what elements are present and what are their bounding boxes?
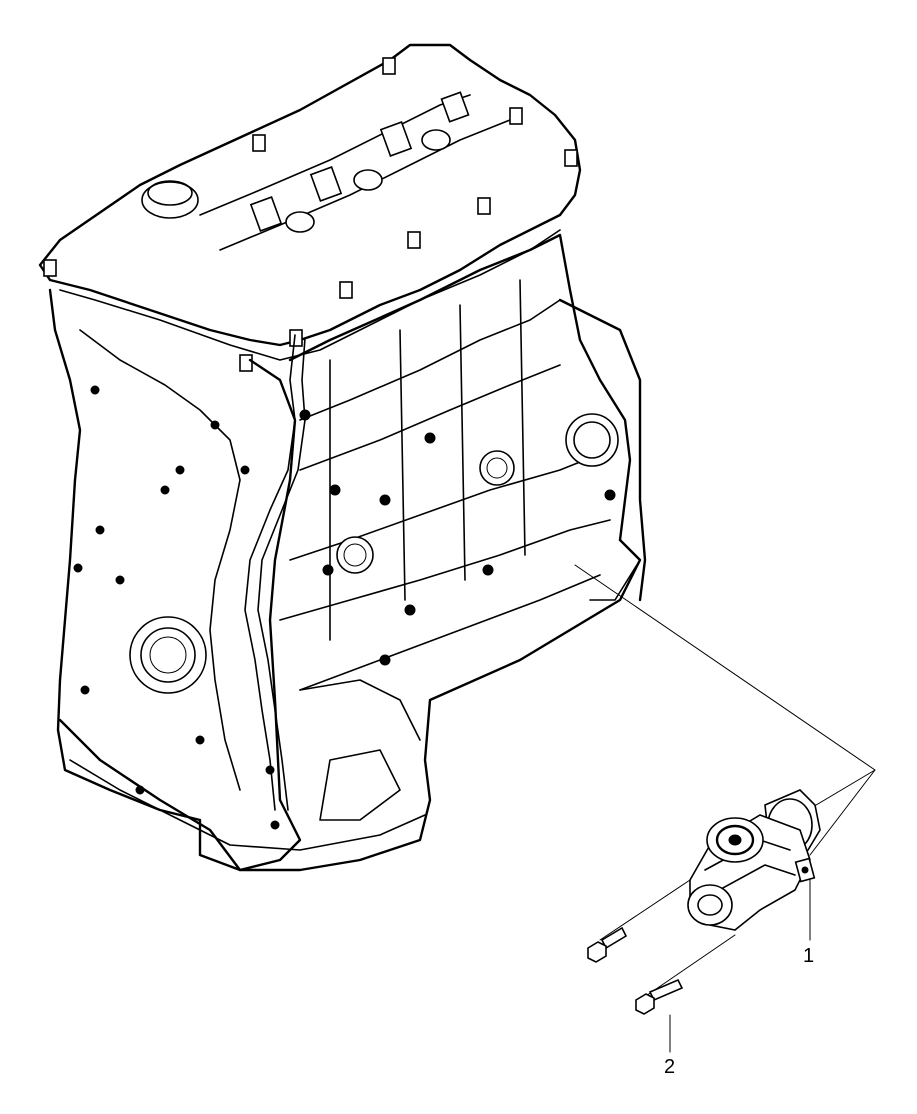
cover-bolts xyxy=(73,385,280,830)
coil-pack-row xyxy=(249,91,470,233)
bolt-lower xyxy=(635,978,684,1015)
bolt-upper xyxy=(587,926,628,963)
head-bolts xyxy=(43,57,578,372)
callout-1: 1 xyxy=(803,945,814,967)
starter-motor xyxy=(687,789,821,931)
starter-bolts xyxy=(587,926,684,1015)
block-bolts xyxy=(299,409,616,666)
callout-2: 2 xyxy=(664,1056,675,1078)
leader-lines xyxy=(574,564,876,1053)
engine-block xyxy=(38,43,647,872)
